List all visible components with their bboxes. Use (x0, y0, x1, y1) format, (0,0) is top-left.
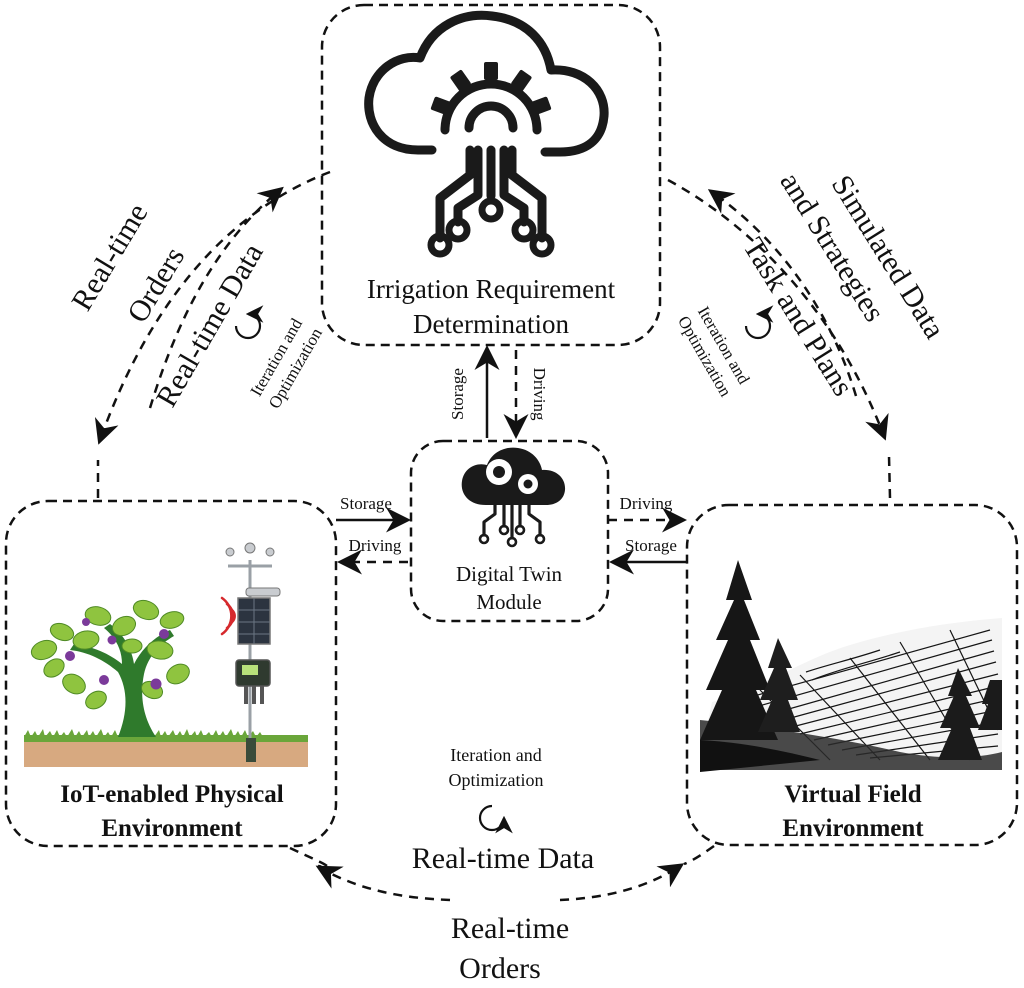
right-storage-label: Storage (625, 536, 677, 555)
right-outer-tail (887, 455, 892, 499)
top-driving-label: Driving (530, 368, 549, 421)
virtual-env-label-line2: Environment (782, 815, 924, 842)
svg-text:Driving: Driving (530, 368, 549, 421)
bottom-cycle-label-line1: Iteration and (450, 745, 541, 765)
left-inner-arrow (148, 186, 284, 409)
left-outer-arrow (94, 170, 331, 445)
top-storage-label: Storage (448, 368, 467, 420)
bottom-cycle-icon (478, 804, 513, 834)
virtual-env-label-line1: Virtual Field (784, 781, 921, 808)
bottom-inner-label: Real-time Data (412, 842, 594, 875)
tree-and-weather-station-illustration (24, 542, 308, 767)
bottom-outer-label-line1: Real-time (451, 912, 569, 945)
svg-text:Orders: Orders (121, 241, 191, 328)
right-outer-arrow (667, 178, 889, 441)
bottom-left-tail (289, 846, 329, 869)
bottom-right-tail (683, 844, 715, 866)
physical-env-label-line2: Environment (101, 815, 243, 842)
cloud-gear-circuit-icon (364, 10, 609, 258)
right-cycle-label: Iteration and Optimization (674, 303, 754, 400)
irrigation-label-line1: Irrigation Requirement (367, 274, 616, 304)
bottom-cycle-label-line2: Optimization (449, 770, 544, 790)
left-cycle-icon (234, 305, 264, 340)
right-cycle-icon (744, 305, 774, 340)
left-storage-label: Storage (340, 494, 392, 513)
physical-env-label-line1: IoT-enabled Physical (60, 781, 283, 808)
cloud-gears-circuit-icon (461, 447, 566, 548)
bottom-outer-label-line2: Orders (459, 952, 541, 985)
digital-twin-label-line2: Module (476, 590, 541, 614)
irrigation-label-line2: Determination (413, 309, 569, 339)
bottom-left-arrow (315, 865, 451, 902)
digital-twin-label-line1: Digital Twin (456, 562, 563, 586)
right-inner-arrow (707, 189, 858, 397)
right-driving-label: Driving (620, 494, 673, 513)
bottom-right-arrow (559, 863, 685, 902)
sketched-field-landscape-illustration (700, 560, 1002, 772)
left-driving-label: Driving (349, 536, 402, 555)
svg-text:Storage: Storage (448, 368, 467, 420)
left-outer-label: Real-time Orders (65, 198, 191, 328)
left-cycle-label: Iteration and Optimization (246, 315, 326, 412)
